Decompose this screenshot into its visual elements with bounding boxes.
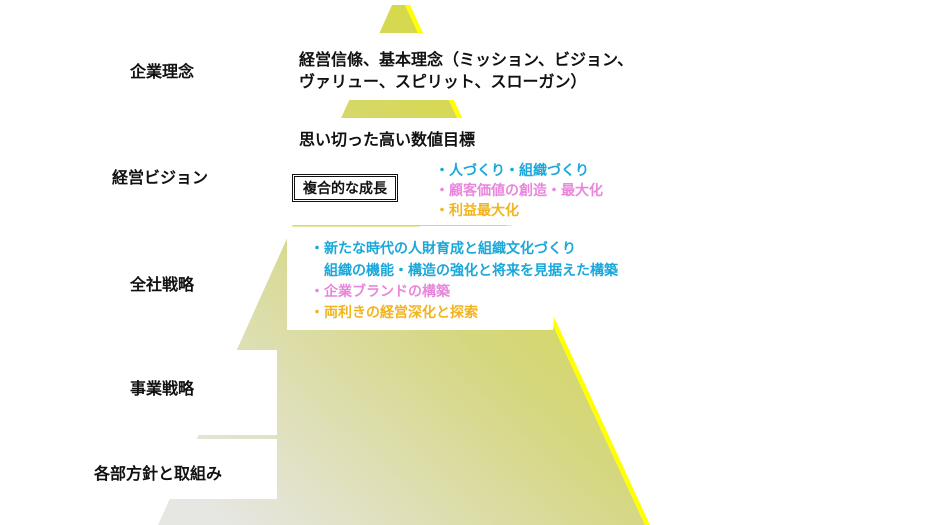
layer-gap-2 xyxy=(150,118,670,225)
level-label-business-strategy: 事業戦略 xyxy=(130,379,195,398)
philosophy-line-1: 経営信條、基本理念（ミッション、ビジョン、 xyxy=(299,50,634,69)
left-cutout-1 xyxy=(150,350,277,435)
vision-title: 思い切った高い数値目標 xyxy=(299,130,476,149)
left-cutout-2 xyxy=(150,439,277,499)
strategy-item-talent: ・新たな時代の人財育成と組織文化づくり xyxy=(310,241,576,257)
vision-box: 複合的な成長 xyxy=(292,174,398,202)
vision-item-customer-value: ・顧客価値の創造・最大化 xyxy=(435,183,603,199)
level-label-department-policy: 各部方針と取組み xyxy=(94,464,223,483)
philosophy-line-2: ヴァリュー、スピリット、スローガン） xyxy=(299,72,587,91)
level-label-vision: 経営ビジョン xyxy=(112,168,209,187)
vision-item-profit: ・利益最大化 xyxy=(435,203,519,219)
strategy-cutout xyxy=(287,226,560,330)
level-label-corporate-strategy: 全社戦略 xyxy=(130,275,195,294)
strategy-item-structure: 組織の機能・構造の強化と将来を見据えた構築 xyxy=(324,263,618,279)
vision-box-label: 複合的な成長 xyxy=(294,176,396,200)
level-label-philosophy: 企業理念 xyxy=(130,62,195,81)
strategy-item-ambidexterity: ・両利きの経営深化と探索 xyxy=(310,305,478,321)
strategy-item-brand: ・企業ブランドの構築 xyxy=(310,284,450,300)
layer-gap-1 xyxy=(150,33,670,100)
vision-item-people: ・人づくり・組織づくり xyxy=(435,163,589,179)
